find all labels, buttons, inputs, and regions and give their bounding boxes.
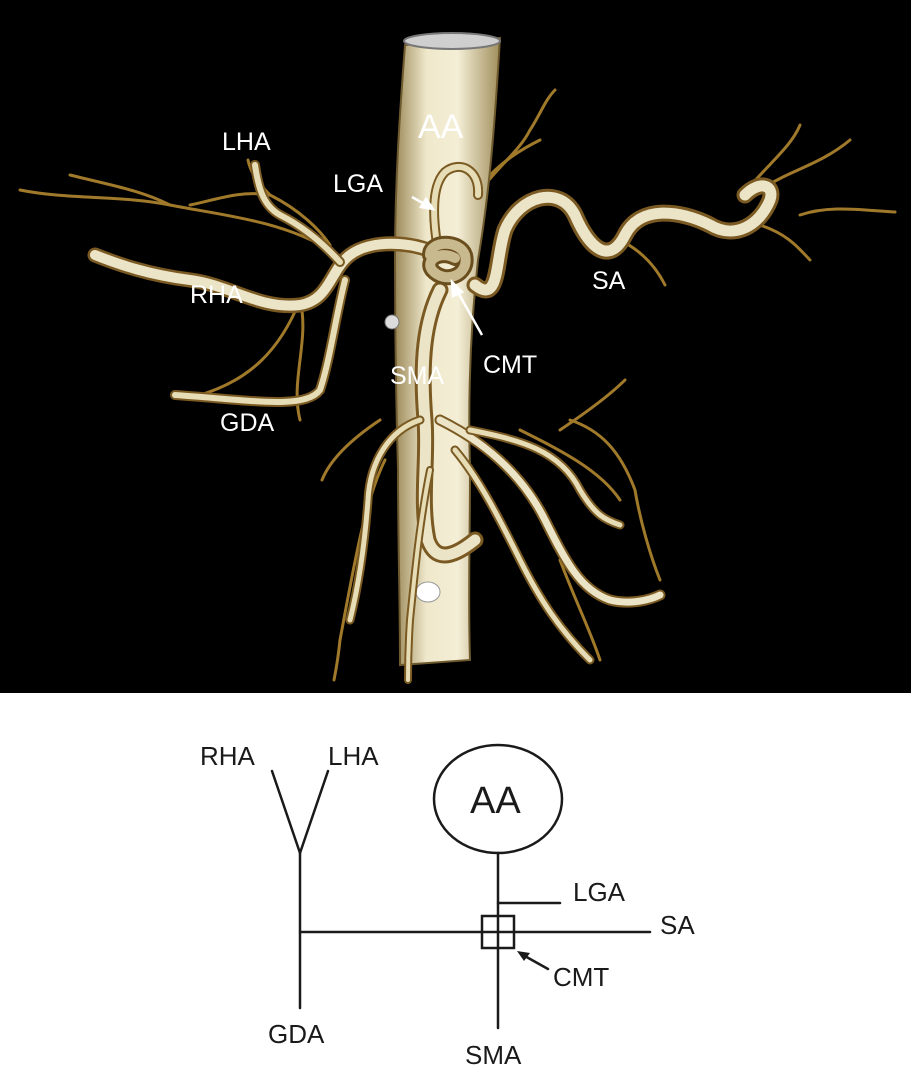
cmt-arrowhead bbox=[450, 278, 465, 298]
ct-label-cmt: CMT bbox=[483, 351, 538, 379]
ct-label-gda: GDA bbox=[220, 409, 275, 437]
ct-label-sa: SA bbox=[592, 267, 626, 295]
lha-branch-line bbox=[298, 769, 330, 855]
cmt-arrow-line bbox=[521, 953, 550, 971]
schematic-lines bbox=[270, 743, 652, 1030]
schematic-label-lha: LHA bbox=[328, 741, 379, 771]
schematic-label-aa: AA bbox=[470, 780, 521, 822]
rha-branch-line bbox=[270, 769, 302, 855]
ct-label-lha: LHA bbox=[222, 128, 271, 156]
lga-arrowhead bbox=[418, 196, 436, 211]
schematic-label-cmt: CMT bbox=[553, 962, 610, 992]
major-vessels bbox=[87, 160, 780, 684]
ct-label-rha: RHA bbox=[190, 281, 243, 309]
schematic-label-lga: LGA bbox=[573, 877, 626, 907]
annotation-arrows bbox=[411, 195, 484, 336]
vascular-schematic: RHA LHA AA LGA SA CMT GDA SMA bbox=[0, 693, 911, 1082]
ct-angiography-image: LHA AA LGA RHA SA CMT SMA GDA bbox=[0, 0, 911, 693]
schematic-label-rha: RHA bbox=[200, 741, 255, 771]
schematic-label-sma: SMA bbox=[465, 1040, 522, 1070]
ct-label-sma: SMA bbox=[390, 362, 445, 390]
ct-label-aa: AA bbox=[418, 108, 464, 146]
cmt-arrow bbox=[454, 288, 484, 336]
cmt-square bbox=[480, 914, 516, 950]
schematic-label-gda: GDA bbox=[268, 1019, 325, 1049]
ct-label-lga: LGA bbox=[333, 170, 384, 198]
ct-vessel-rendering bbox=[18, 32, 897, 684]
cmt-arrowhead bbox=[517, 951, 530, 961]
schematic-label-sa: SA bbox=[660, 910, 695, 940]
